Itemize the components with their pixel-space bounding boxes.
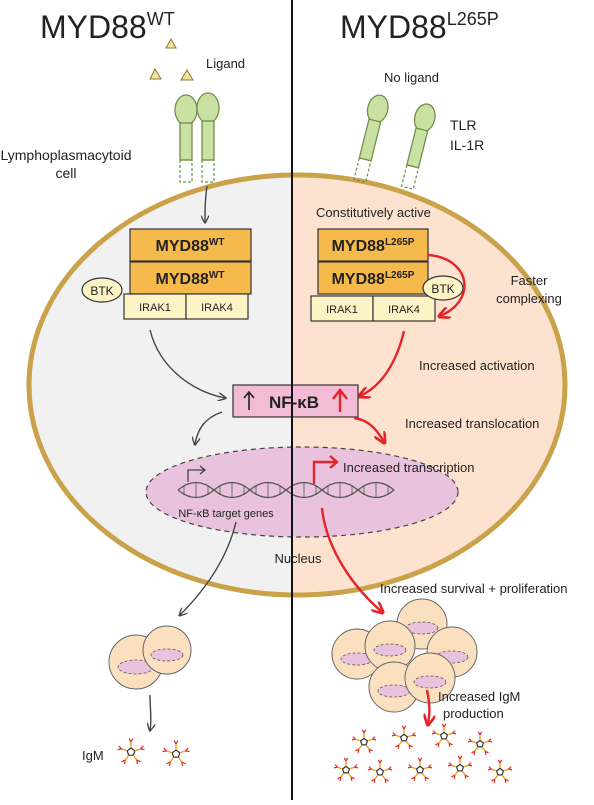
increased-activation-label: Increased activation — [419, 358, 535, 373]
igm-molecule-icon — [432, 724, 456, 747]
cell-label-line2: cell — [55, 165, 76, 181]
igm-left-label: IgM — [82, 748, 104, 763]
receptor-left-icon — [175, 93, 219, 182]
title-right: MYD88L265P — [340, 9, 499, 45]
increased-igm-label-line1: Increased IgM — [438, 689, 520, 704]
arrow-cells-to-igm-right — [427, 690, 429, 724]
receptor-tlr-label: TLR — [450, 117, 476, 133]
igm-molecule-icon — [488, 760, 512, 783]
ligand-label: Ligand — [206, 56, 245, 71]
title-left: MYD88WT — [40, 9, 175, 45]
igm-molecule-icon — [352, 730, 376, 753]
no-ligand-label: No ligand — [384, 70, 439, 85]
igm-molecule-icon — [468, 732, 492, 755]
irak4-right-label: IRAK4 — [388, 304, 420, 316]
increased-igm-label-line2: production — [443, 706, 504, 721]
igm-molecule-icon — [392, 726, 416, 749]
igm-molecule-icon — [368, 760, 392, 783]
igm-molecules-right — [334, 724, 512, 783]
nucleus-label: Nucleus — [275, 551, 322, 566]
igm-molecule-icon — [408, 758, 432, 781]
igm-molecule-icon — [163, 740, 190, 766]
irak1-left-label: IRAK1 — [139, 302, 171, 314]
nfkb-label: NF-κB — [269, 393, 319, 412]
arrow-cells-to-igm-left — [150, 695, 151, 730]
receptor-right-icon — [350, 93, 438, 190]
receptor-il1r-label: IL-1R — [450, 137, 484, 153]
increased-translocation-label: Increased translocation — [405, 416, 539, 431]
igm-molecule-icon — [448, 756, 472, 779]
faster-label-line1: Faster — [511, 273, 549, 288]
btk-right-label: BTK — [431, 282, 454, 296]
cell-label-line1: Lymphoplasmacytoid — [1, 147, 132, 163]
igm-molecules-left — [118, 738, 190, 766]
survival-label: Increased survival + proliferation — [380, 581, 568, 596]
increased-transcription-label: Increased transcription — [343, 460, 475, 475]
faster-label-line2: complexing — [496, 291, 562, 306]
irak4-left-label: IRAK4 — [201, 302, 233, 314]
igm-molecule-icon — [334, 758, 358, 781]
irak1-right-label: IRAK1 — [326, 304, 358, 316]
daughter-cells-left — [109, 626, 191, 689]
ligand-icon — [150, 39, 193, 80]
target-genes-label: NF-κB target genes — [178, 508, 274, 520]
igm-molecule-icon — [118, 738, 145, 764]
btk-left-label: BTK — [90, 284, 113, 298]
constitutive-label: Constitutively active — [316, 205, 431, 220]
